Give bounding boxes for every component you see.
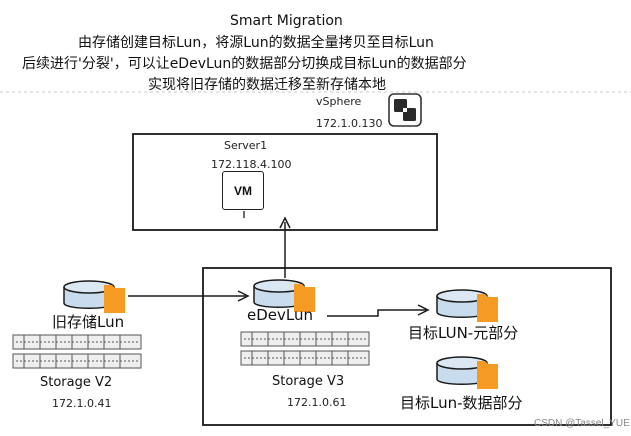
target-data-label: 目标Lun-数据部分: [400, 394, 523, 412]
new-storage-name: Storage V3: [272, 374, 345, 389]
old-storage-name: Storage V2: [40, 375, 113, 390]
vm-box[interactable]: VM: [222, 171, 264, 210]
diagram-title: Smart Migration: [230, 13, 343, 29]
new-storage-ip: 172.1.0.61: [287, 396, 347, 409]
description-line-2: 后续进行'分裂'，可以让eDevLun的数据部分切换成目标Lun的数据部分: [22, 56, 467, 72]
old-lun-label: 旧存储Lun: [52, 313, 125, 331]
edevlun-disk-icon[interactable]: [252, 278, 316, 314]
old-storage-ip: 172.1.0.41: [52, 397, 112, 410]
server-ip: 172.118.4.100: [211, 158, 292, 171]
vm-label: VM: [234, 183, 252, 198]
vsphere-label: vSphere: [316, 95, 362, 108]
vsphere-ip: 172.1.0.130: [316, 117, 383, 130]
target-meta-label: 目标LUN-元部分: [408, 324, 519, 342]
description-line-3: 实现将旧存储的数据迁移至新存储本地: [148, 77, 386, 93]
edevlun-label: eDevLun: [247, 306, 313, 324]
new-storage-rack-icon: [240, 331, 370, 366]
old-lun-disk-icon[interactable]: [62, 279, 126, 315]
watermark: CSDN @Tassel_YUE: [534, 418, 630, 429]
description-line-1: 由存储创建目标Lun，将源Lun的数据全量拷贝至目标Lun: [78, 35, 434, 51]
target-data-disk-icon[interactable]: [435, 355, 499, 391]
vsphere-logo-icon: [388, 93, 422, 127]
server-label: Server1: [224, 139, 268, 152]
server-box: [132, 133, 438, 231]
target-meta-disk-icon[interactable]: [435, 288, 499, 324]
old-storage-rack-icon: [12, 334, 142, 369]
arrow-edevlun-to-target-meta: [327, 309, 426, 317]
storage-v3-box: [202, 267, 612, 426]
